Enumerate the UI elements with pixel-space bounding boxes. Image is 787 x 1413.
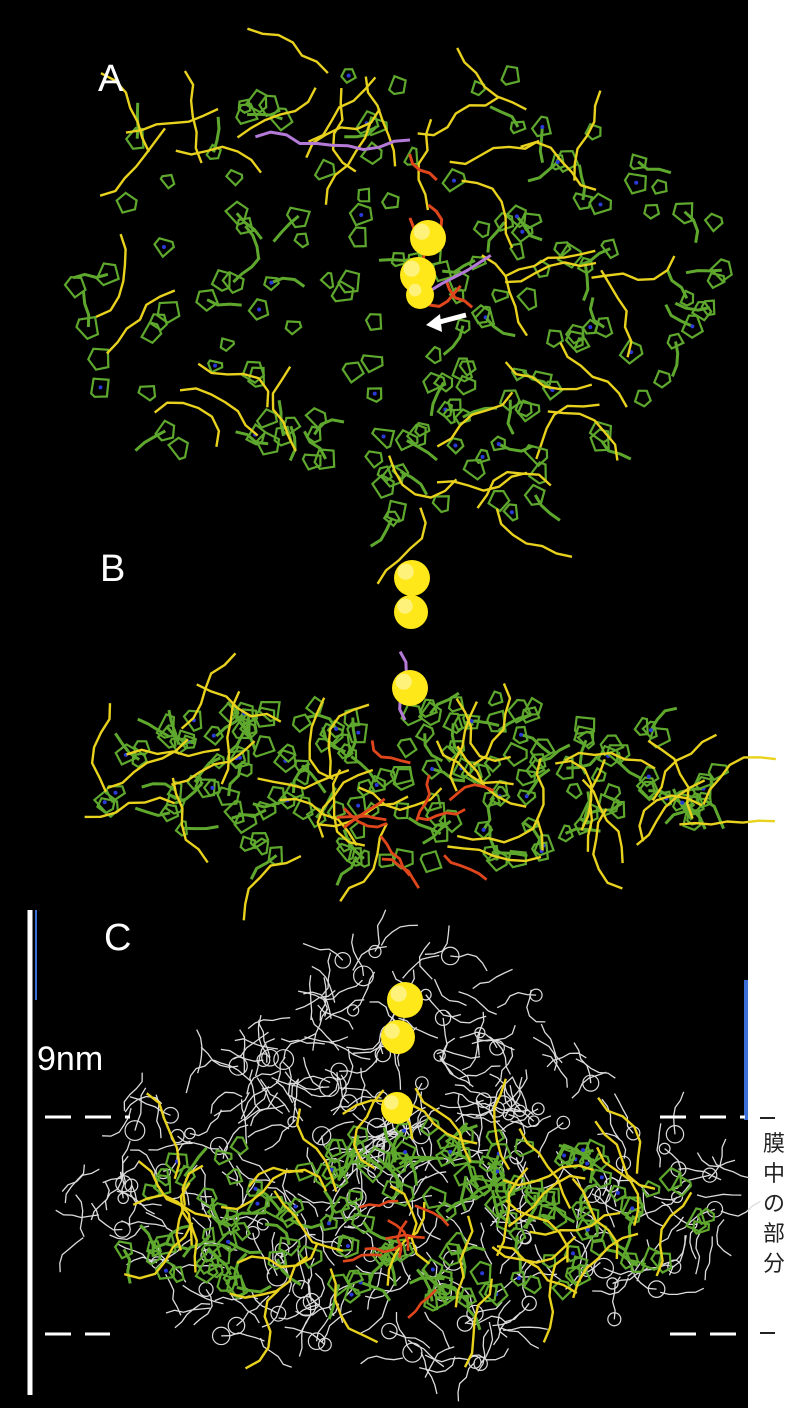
magnesium-atom — [598, 203, 602, 207]
magnesium-atom — [562, 1154, 566, 1158]
magnesium-atom — [452, 179, 456, 183]
magnesium-atom — [517, 1276, 521, 1280]
magnesium-atom — [213, 364, 217, 368]
magnesium-atom — [481, 455, 485, 459]
magnesium-atom — [510, 510, 514, 514]
magnesium-atom — [525, 794, 529, 798]
magnesium-atom — [253, 1187, 257, 1191]
magnesium-atom — [257, 307, 261, 311]
iron-sulfur-cluster — [394, 560, 430, 596]
magnesium-atom — [375, 783, 379, 787]
iron-sulfur-cluster-highlight — [414, 224, 430, 240]
magnesium-atom — [581, 1148, 585, 1152]
magnesium-atom — [403, 1150, 407, 1154]
membrane-caption: 膜 中 の 部 分 — [762, 1130, 786, 1280]
magnesium-atom — [431, 1267, 435, 1271]
magnesium-atom — [649, 728, 653, 732]
iron-sulfur-cluster-highlight — [398, 564, 414, 580]
magnesium-atom — [690, 324, 694, 328]
scale-bar-label: 9nm — [37, 1040, 103, 1079]
magnesium-atom — [373, 392, 377, 396]
membrane-caption-char: の — [762, 1190, 786, 1220]
iron-sulfur-cluster-highlight — [409, 284, 422, 297]
magnesium-atom — [114, 791, 118, 795]
magnesium-atom — [255, 1202, 259, 1206]
magnesium-atom — [585, 1161, 589, 1165]
magnesium-atom — [600, 1175, 604, 1179]
iron-sulfur-cluster — [381, 1020, 415, 1054]
magnesium-atom — [212, 734, 216, 738]
magnesium-atom — [346, 1244, 350, 1248]
magnesium-atom — [164, 1269, 168, 1273]
magnesium-atom — [630, 1206, 634, 1210]
panel-label-a: A — [98, 58, 123, 101]
magnesium-atom — [327, 1221, 331, 1225]
magnesium-atom — [359, 213, 363, 217]
iron-sulfur-cluster — [381, 1092, 413, 1124]
iron-sulfur-cluster — [394, 595, 428, 629]
magnesium-atom — [556, 160, 560, 164]
magnesium-atom — [482, 828, 486, 832]
magnesium-atom — [571, 1251, 575, 1255]
magnesium-atom — [210, 786, 214, 790]
magnesium-atom — [162, 245, 166, 249]
membrane-caption-char: 部 — [762, 1220, 786, 1250]
magnesium-atom — [269, 281, 273, 285]
magnesium-atom — [334, 727, 338, 731]
iron-sulfur-cluster — [410, 220, 446, 256]
panel-label-b: B — [100, 548, 125, 591]
magnesium-atom — [99, 385, 103, 389]
magnesium-atom — [634, 181, 638, 185]
magnesium-atom — [647, 775, 651, 779]
magnesium-atom — [480, 1271, 484, 1275]
membrane-caption-char: 中 — [762, 1160, 786, 1190]
iron-sulfur-cluster-highlight — [384, 1023, 399, 1038]
panel-label-c: C — [104, 917, 131, 960]
magnesium-atom — [356, 731, 360, 735]
iron-sulfur-cluster-highlight — [397, 598, 412, 613]
magnesium-atom — [402, 1129, 406, 1133]
magnesium-atom — [588, 325, 592, 329]
iron-sulfur-cluster — [406, 281, 434, 309]
iron-sulfur-cluster — [387, 982, 423, 1018]
magnesium-atom — [520, 230, 524, 234]
membrane-caption-char: 膜 — [762, 1130, 786, 1160]
iron-sulfur-cluster-highlight — [404, 261, 420, 277]
iron-sulfur-cluster-highlight — [396, 674, 412, 690]
magnesium-atom — [349, 1293, 353, 1297]
magnesium-atom — [453, 443, 457, 447]
magnesium-atom — [382, 435, 386, 439]
magnesium-atom — [294, 1204, 298, 1208]
membrane-caption-char: 分 — [762, 1250, 786, 1280]
magnesium-atom — [103, 800, 107, 804]
iron-sulfur-cluster-highlight — [384, 1095, 398, 1109]
magnesium-atom — [430, 767, 434, 771]
magnesium-atom — [616, 1191, 620, 1195]
iron-sulfur-cluster-highlight — [391, 986, 407, 1002]
iron-sulfur-cluster — [392, 670, 428, 706]
magnesium-atom — [519, 733, 523, 737]
magnesium-atom — [226, 1240, 230, 1244]
magnesium-atom — [356, 804, 360, 808]
magnesium-atom — [680, 801, 684, 805]
magnesium-atom — [515, 214, 519, 218]
magnesium-atom — [347, 74, 351, 78]
magnesium-atom — [540, 125, 544, 129]
edge-accent — [744, 980, 748, 1120]
magnesium-atom — [497, 442, 501, 446]
